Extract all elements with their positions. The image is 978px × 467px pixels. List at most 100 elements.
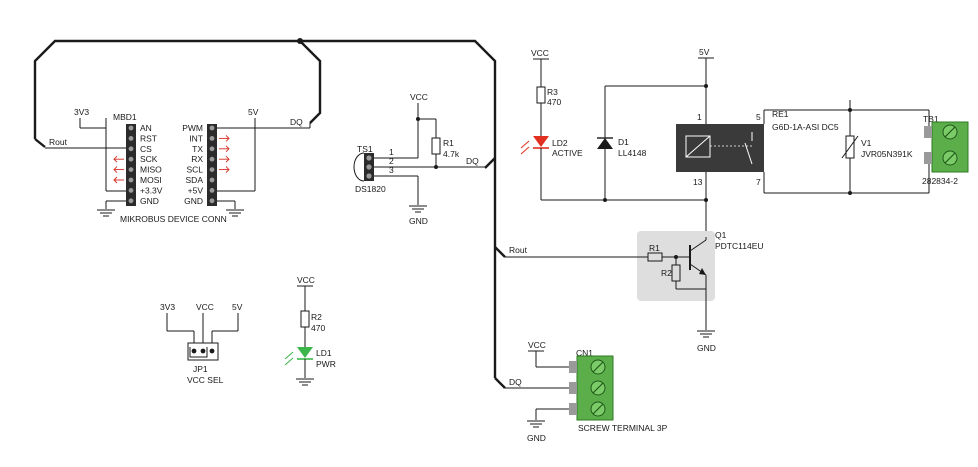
- q1-part: PDTC114EU: [715, 241, 764, 251]
- r3-value: 470: [547, 97, 561, 107]
- ld2-branch: VCC R3 470 LD2 ACTIVE: [520, 48, 706, 201]
- mikrobus-left-header: [126, 124, 136, 206]
- net-3v3-mikrobus: 3V3: [74, 107, 89, 117]
- ld1-branch: VCC R2 470 LD1 PWR: [284, 275, 336, 386]
- jp1-jumper: 3V3 VCC 5V JP1 VCC SEL: [160, 302, 243, 385]
- tb1-ref: TB1: [923, 114, 939, 124]
- mikrobus-right-pin-dot: [209, 146, 215, 152]
- r2-ref: R2: [311, 312, 322, 322]
- net-dq-ts1: DQ: [466, 156, 479, 166]
- q1-r1: R1: [649, 243, 660, 253]
- net-dq-cn1: DQ: [509, 377, 522, 387]
- net-rout-mikrobus: Rout: [49, 137, 68, 147]
- re1-pin-5: 5: [756, 112, 761, 122]
- ld1-vcc: VCC: [297, 275, 315, 285]
- r1-pullup-ref: R1: [443, 138, 454, 148]
- mikrobus-right-pin-dot: [209, 156, 215, 162]
- q1-transistor: Q1 PDTC114EU Rout R1 R2 GND: [505, 230, 764, 353]
- mikrobus-right-direction-arrow: [219, 135, 230, 142]
- mikrobus-right-pin-dot: [209, 188, 215, 193]
- r1-pullup-body: [431, 137, 441, 155]
- mikrobus-right-direction-arrow: [219, 155, 230, 163]
- ts1-sensor: TS1 DS1820 1 2 3 GND VCC R1 4.7k DQ: [353, 92, 485, 226]
- ts1-pin-3: 3: [389, 165, 394, 175]
- ld2-vcc: VCC: [531, 48, 549, 58]
- mikrobus-right-pin-label: PWM: [182, 123, 203, 133]
- ld2-led: [533, 136, 549, 147]
- mikrobus-right-pin-dot: [209, 198, 215, 204]
- cn1-label: SCREW TERMINAL 3P: [578, 423, 668, 433]
- mikrobus-right-pin-label: INT: [189, 133, 203, 143]
- mikrobus-left-pin-dot: [128, 188, 134, 193]
- jp1-3v3: 3V3: [160, 302, 175, 312]
- mikrobus-left-pin-label: SCK: [140, 154, 158, 164]
- jp1-ref: JP1: [193, 364, 208, 374]
- r2-value: 470: [311, 323, 325, 333]
- v1-part: JVR05N391K: [861, 149, 913, 159]
- mikrobus-left-pin-dot: [128, 125, 134, 131]
- d1-diode: D1 LL4148: [597, 85, 706, 202]
- mikrobus-left-pin-dot: [128, 156, 134, 162]
- q1-box: [637, 231, 715, 301]
- mikrobus-left-pin-label: MISO: [140, 165, 162, 175]
- mikrobus-left-pin-dot: [128, 167, 134, 173]
- mikrobus-left-pin-dot: [128, 198, 134, 204]
- mikrobus-right-pin-dot: [209, 125, 215, 131]
- mikrobus-left-pin-label: CS: [140, 144, 152, 154]
- mikrobus-left-pin-label: GND: [140, 196, 159, 206]
- net-rout-q1: Rout: [509, 245, 528, 255]
- mikrobus-left-direction-arrow: [113, 155, 124, 163]
- mikrobus-left-pin-dot: [128, 177, 134, 183]
- mikrobus-left-pin-label: AN: [140, 123, 152, 133]
- mikrobus-right-pin-dot: [209, 136, 215, 141]
- re1-body: [676, 124, 764, 172]
- d1-part: LL4148: [618, 148, 647, 158]
- cn1-ref: CN1: [576, 348, 593, 358]
- jp1-5v: 5V: [232, 302, 243, 312]
- cn1-gnd: GND: [527, 433, 546, 443]
- cn1-vcc: VCC: [528, 340, 546, 350]
- d1-ref: D1: [618, 137, 629, 147]
- dq-bus: [33, 38, 506, 389]
- mikrobus-left-direction-arrow: [113, 176, 124, 184]
- mikrobus-left-pin-label: MOSI: [140, 175, 162, 185]
- net-5v-relay: 5V: [699, 47, 710, 57]
- re1-pin-7: 7: [756, 177, 761, 187]
- ld1-led: [297, 347, 313, 358]
- mikrobus-right-pin-dot: [209, 167, 215, 173]
- re1-ref: RE1: [772, 109, 789, 119]
- mikrobus-left-direction-arrow: [113, 166, 124, 173]
- r2-body: [300, 310, 310, 328]
- v1-varistor: V1 JVR05N391K: [841, 100, 913, 195]
- mikrobus-right-pin-label: TX: [192, 144, 203, 154]
- jp1-label: VCC SEL: [187, 375, 224, 385]
- mikrobus-left-pin-dot: [128, 136, 134, 141]
- tb1-terminal: TB1 282834-2: [922, 110, 969, 193]
- mikrobus-right-pin-dot: [209, 177, 215, 183]
- ld2-label: ACTIVE: [552, 148, 583, 158]
- mikrobus-left-pin-label: +3.3V: [140, 185, 163, 195]
- mikrobus-right-direction-arrow: [219, 166, 230, 173]
- v1-ref: V1: [861, 138, 872, 148]
- re1-pin-1: 1: [697, 112, 702, 122]
- net-5v-mikrobus: 5V: [248, 107, 259, 117]
- tb1-part: 282834-2: [922, 176, 958, 186]
- ts1-pin-2: 2: [389, 156, 394, 166]
- mikrobus-left-pin-dot: [128, 146, 134, 152]
- mikrobus-right-direction-arrow: [219, 145, 230, 153]
- r1-pullup-value: 4.7k: [443, 149, 460, 159]
- ld2-ref: LD2: [552, 138, 568, 148]
- ld1-label: PWR: [316, 359, 336, 369]
- mikrobus-right-pin-label: RX: [191, 154, 203, 164]
- net-dq-mikrobus: DQ: [290, 117, 303, 127]
- jp1-vcc: VCC: [196, 302, 214, 312]
- ts1-ref: TS1: [357, 144, 373, 154]
- mikrobus-right-header: [207, 124, 217, 206]
- r3-ref: R3: [547, 87, 558, 97]
- mikrobus-right-pin-label: SCL: [186, 165, 203, 175]
- re1-part: G6D-1A-ASI DC5: [772, 122, 839, 132]
